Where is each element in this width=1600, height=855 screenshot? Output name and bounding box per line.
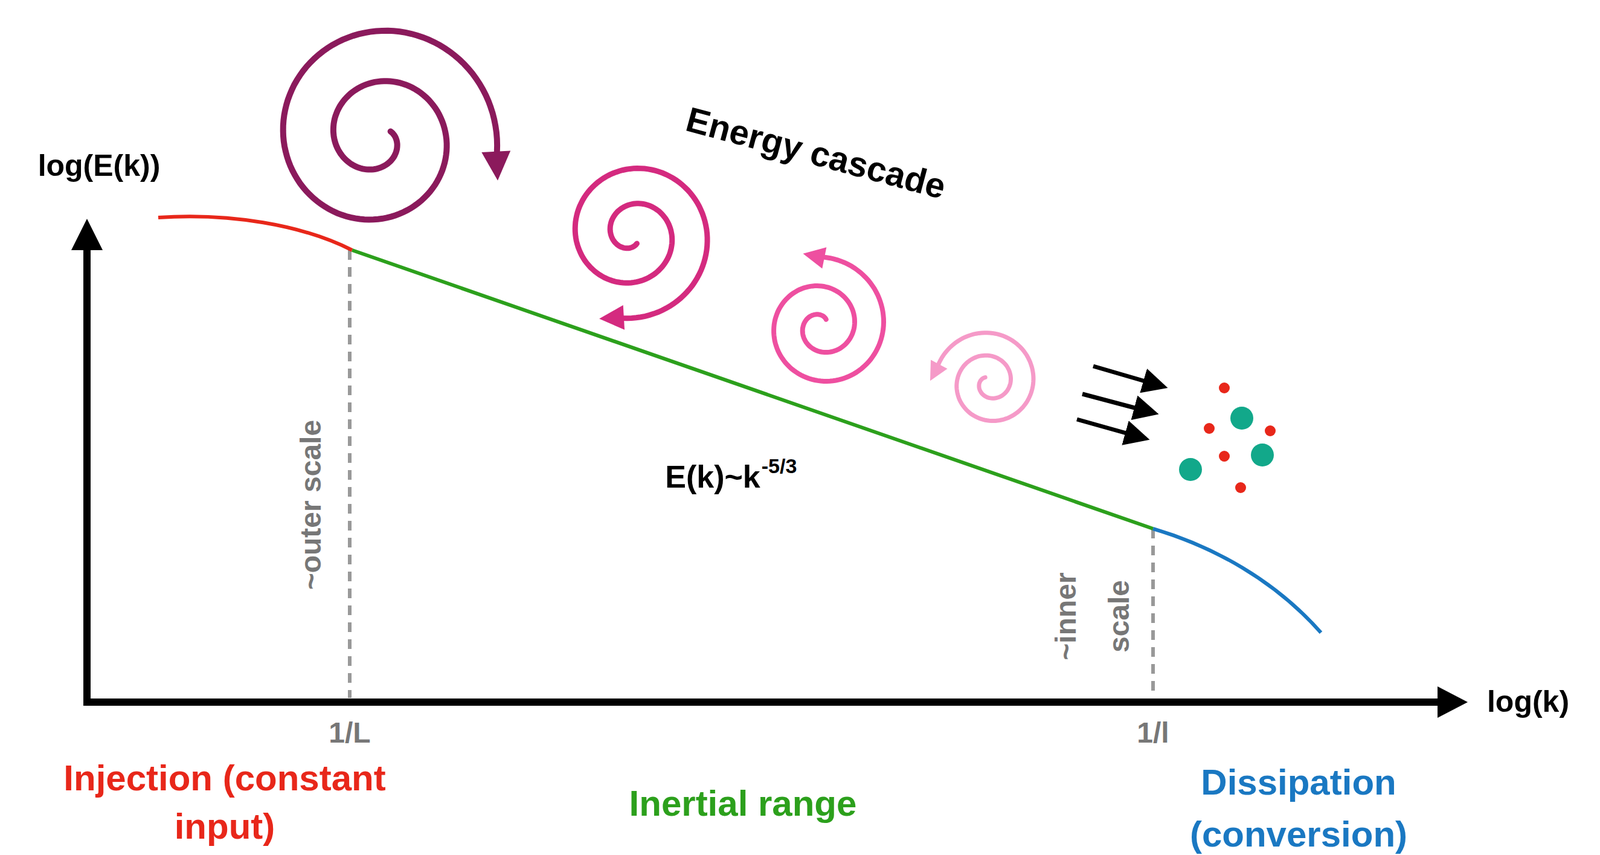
inertial-line (352, 250, 1154, 529)
scale-label: ~inner scale (1039, 558, 1146, 674)
tick-label: 1/L (328, 715, 371, 749)
x-axis-arrowhead (1437, 686, 1468, 718)
dissipation-curve (1153, 528, 1321, 633)
x-axis (86, 698, 1441, 706)
dissipation-arrows (1076, 366, 1160, 438)
axis-label: log(k) (1487, 684, 1570, 720)
inner-scale-line (1151, 528, 1155, 698)
region-label: Dissipation (conversion) (1141, 756, 1456, 855)
eddy-spirals (283, 30, 1034, 421)
spiral-eddy (773, 256, 884, 382)
spiral-arrowhead (803, 247, 827, 269)
cascade-label: Energy cascade (681, 99, 951, 208)
region-label: Inertial range (629, 782, 858, 824)
region-label: Injection (constant input) (43, 753, 406, 851)
spiral-eddy (575, 168, 708, 319)
injection-curve (158, 216, 353, 251)
spiral-arrowhead (930, 359, 948, 381)
y-axis (83, 247, 91, 706)
outer-scale-line (347, 250, 352, 698)
power-law: E(k)~k (665, 459, 761, 496)
y-axis-arrowhead (71, 218, 103, 251)
power-law-exponent: -5/3 (761, 454, 798, 478)
spiral-eddy (936, 332, 1034, 421)
scale-label: ~outer scale (294, 419, 328, 590)
tick-label: 1/l (1136, 715, 1169, 749)
spiral-arrowhead (481, 150, 511, 180)
spiral-eddy (283, 30, 498, 220)
spiral-arrowhead (599, 305, 625, 330)
axis-label: log(E(k)) (38, 148, 161, 184)
particles (1179, 382, 1276, 493)
